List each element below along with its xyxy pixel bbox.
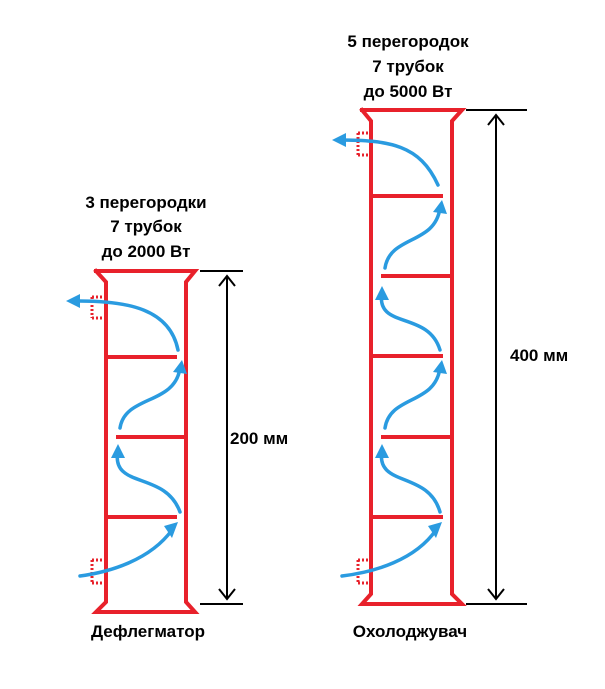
right-caption-line-1: 5 перегородок [347,32,469,51]
left-caption-line-1: 3 перегородки [85,193,206,212]
left-flow-1 [78,528,174,578]
left-height-label: 200 мм [230,429,288,448]
arrowhead-icon [375,286,389,300]
left-flow-4 [70,299,180,352]
dimension-arrow-up-icon [218,274,236,287]
right-flow-1 [340,528,438,578]
left-column-body [91,268,200,614]
left-apparatus-name: Дефлегматор [91,622,205,641]
left-flow-3 [118,366,182,430]
right-caption-line-3: до 5000 Вт [364,82,453,101]
arrowhead-icon [332,133,346,147]
right-column-body [357,107,467,606]
arrowhead-icon [433,360,447,374]
arrowhead-icon [433,200,447,214]
right-dimension [466,109,527,605]
dephlegmator-apparatus: 3 перегородки 7 трубок до 2000 Вт [66,193,288,641]
right-height-label: 400 мм [510,346,568,365]
arrowhead-icon [111,444,125,458]
right-flow-3 [383,366,442,430]
dimension-arrow-down-icon [487,588,505,601]
left-flow-arrows [70,299,182,578]
right-flow-arrows [336,138,442,578]
arrowhead-icon [66,294,80,308]
left-caption-line-3: до 2000 Вт [102,242,191,261]
right-flow-5 [383,206,442,270]
arrowhead-icon [173,360,187,374]
left-caption-line-2: 7 трубок [110,217,182,236]
right-caption-line-2: 7 трубок [372,57,444,76]
arrowhead-icon [164,522,178,538]
dimension-arrow-down-icon [218,588,236,601]
arrowhead-icon [375,444,389,458]
cooler-apparatus: 5 перегородок 7 трубок до 5000 Вт [332,32,568,641]
right-flow-6 [336,138,440,187]
left-flow-2 [115,448,182,514]
dimension-arrow-up-icon [487,113,505,126]
arrowhead-icon [428,522,442,538]
right-flow-2 [379,448,442,514]
left-dimension [200,270,243,605]
right-column-outline [357,107,467,606]
right-apparatus-name: Охолоджувач [353,622,467,641]
right-flow-4 [379,290,442,352]
left-column-outline [91,268,200,614]
